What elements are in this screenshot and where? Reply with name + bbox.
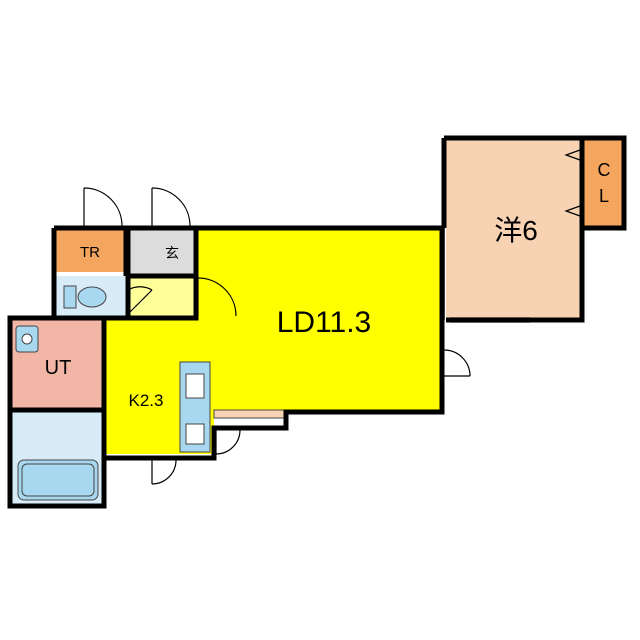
walls: [7, 135, 627, 509]
toilet-fixture-icon: [63, 285, 107, 309]
room-label-closet-bottom: L: [599, 186, 609, 206]
partitions: [103, 228, 445, 408]
room-entrance: [128, 228, 196, 276]
room-label-tr: TR: [80, 244, 100, 261]
washbasin-icon: [15, 325, 39, 353]
room-label-entrance: 玄: [165, 245, 179, 261]
closet-door-markers: [564, 149, 581, 217]
storage-shelf: [213, 409, 285, 419]
room-label-kitchen: K2.3: [129, 391, 164, 410]
room-corridor: [128, 276, 196, 318]
room-label-western: 洋6: [494, 215, 538, 246]
room-label-ut: UT: [45, 357, 72, 379]
room-ld: [196, 228, 442, 412]
room-western: [446, 140, 581, 318]
doors: [83, 187, 530, 485]
room-label-ld: LD11.3: [277, 306, 372, 339]
room-closet: [584, 140, 622, 226]
kitchen-counter-icon: [179, 361, 211, 453]
bathtub-icon: [17, 459, 99, 501]
room-tr: [56, 228, 124, 272]
room-label-closet-top: C: [598, 160, 611, 180]
